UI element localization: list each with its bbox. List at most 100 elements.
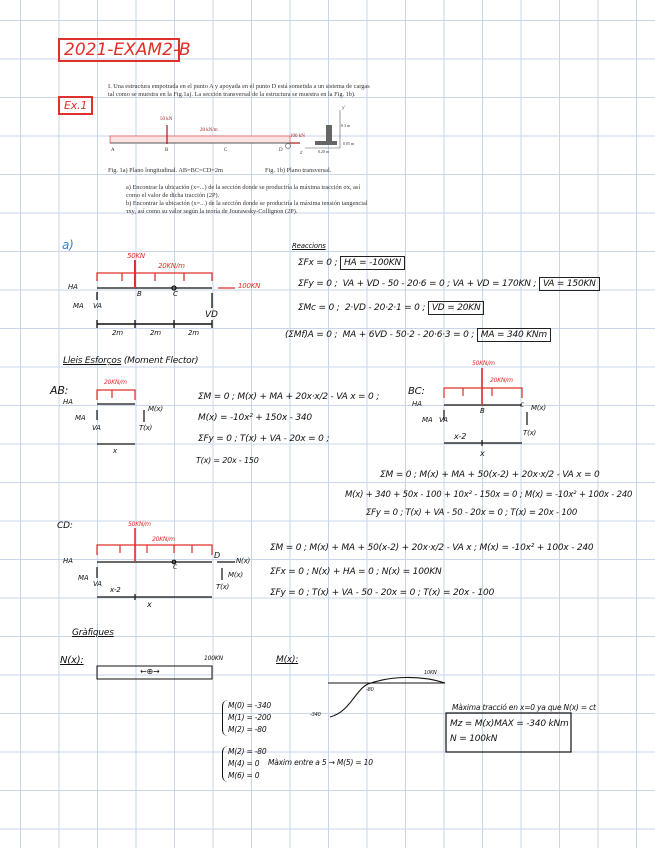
- cd-Mx: M(x): [228, 571, 243, 579]
- beam-B: B: [137, 290, 142, 298]
- fig-A: A: [111, 148, 115, 153]
- beam-diagram-a: [96, 260, 235, 328]
- fig-dim-h: 0.3 m: [341, 123, 351, 128]
- max-note: Màxim entre a 5 → M(5) = 10: [268, 758, 373, 767]
- span-3: 2m: [188, 329, 199, 337]
- cd-x2: x-2: [110, 586, 121, 594]
- eq-sum-mc: ΣMc = 0 ; 2·VD - 20·2·1 = 0 ; VD = 20KN: [298, 301, 485, 315]
- normal-force-diagram: [96, 665, 213, 680]
- cd-D: D: [214, 551, 220, 560]
- result-MA: MA = 340 KNm: [476, 328, 551, 342]
- bc-HA: HA: [412, 400, 422, 408]
- free-body-BC: [443, 368, 528, 446]
- bc-x2: x-2: [454, 432, 467, 441]
- bc-x: x: [480, 449, 485, 458]
- cd-x: x: [147, 600, 152, 609]
- beam-MA: MA: [73, 302, 84, 310]
- fig-dist-load: 20 kN/m: [200, 128, 218, 133]
- bc-load: 20KN/m: [490, 377, 513, 384]
- beam-HA: HA: [68, 283, 78, 291]
- beam-dist-load: 20KN/m: [158, 262, 185, 270]
- beam-axial-load: 100KN: [238, 282, 261, 290]
- span-1: 2m: [112, 329, 123, 337]
- question-b: b) Encontrar la ubicación (x=...) de la …: [126, 200, 368, 215]
- bc-label: BC:: [408, 386, 425, 397]
- fig-B: B: [165, 148, 169, 153]
- beam-VD: VD: [205, 310, 218, 320]
- bc-VA: VA: [439, 416, 448, 424]
- fig-point-load: 50 kN: [160, 117, 173, 122]
- ab-HA: HA: [63, 398, 73, 406]
- fig-axial-load: 100 kN: [290, 134, 305, 139]
- exercise-label: Ex.1: [58, 96, 94, 115]
- result-VD: VD = 20KN: [427, 301, 485, 315]
- graphs-title: Gràfiques: [72, 628, 114, 638]
- ab-eq-3: ΣFy = 0 ; T(x) + VA - 20x = 0 ;: [198, 434, 330, 444]
- figure-1b-cross-section: [305, 110, 341, 149]
- fig-axis-y: y': [342, 106, 346, 111]
- fig-C: C: [224, 148, 228, 153]
- problem-statement: I. Una estructura empotrada en el punto …: [108, 83, 370, 98]
- cd-Tx: T(x): [216, 583, 230, 591]
- conclusion: Màxima tracció en x=0 ya que N(x) = ct: [452, 703, 596, 712]
- ab-x: x: [113, 447, 117, 455]
- eq-sum-fy: ΣFy = 0 ; VA + VD - 50 - 20·6 = 0 ; VA +…: [298, 277, 600, 291]
- cd-eq-3: ΣFy = 0 ; T(x) + VA - 50 - 20x = 0 ; T(x…: [270, 588, 495, 598]
- ab-eq-2: M(x) = -10x² + 150x - 340: [198, 413, 312, 423]
- moment-diagram: [328, 676, 446, 718]
- part-a-label: a): [62, 238, 74, 252]
- eq-sum-fx: ΣFx = 0 ; HA = -100KN: [298, 256, 406, 270]
- bc-eq-2: M(x) + 340 + 50x - 100 + 10x² - 150x = 0…: [345, 490, 633, 500]
- result-box: [445, 712, 572, 753]
- efforts-title: Lleis Esforços (Moment Flector): [63, 356, 199, 366]
- ab-VA: VA: [92, 424, 101, 432]
- cd-label: CD:: [57, 521, 73, 531]
- result-VA: VA = 150KN: [538, 277, 600, 291]
- cd-eq-1: ΣM = 0 ; M(x) + MA + 50(x-2) + 20x·x/2 -…: [270, 543, 594, 553]
- reactions-title: Reaccions: [292, 242, 326, 250]
- cd-C: C: [173, 564, 177, 571]
- ab-label: AB:: [50, 384, 69, 397]
- bc-eq-1: ΣM = 0 ; M(x) + MA + 50(x-2) + 20x·x/2 -…: [380, 470, 600, 480]
- result-HA: HA = -100KN: [339, 256, 406, 270]
- question-a: a) Encontrar la ubicación (x=...) de la …: [126, 184, 361, 199]
- cd-VA: VA: [93, 580, 102, 588]
- bc-Mx: M(x): [531, 404, 546, 412]
- bc-Tx: T(x): [523, 429, 537, 437]
- ab-eq-4: T(x) = 20x - 150: [196, 456, 259, 465]
- fig-dim-t: 0.05 m: [343, 141, 355, 146]
- bc-eq-3: ΣFy = 0 ; T(x) + VA - 50 - 20x = 0 ; T(x…: [366, 508, 578, 518]
- caption-fig-1a: Fig. 1a) Plano longitudinal. AB=BC=CD=2m: [108, 167, 223, 174]
- m-graph-mid: -80: [366, 687, 374, 693]
- cd-eq-2: ΣFx = 0 ; N(x) + HA = 0 ; N(x) = 100KN: [270, 567, 442, 577]
- beam-C: C: [173, 290, 178, 298]
- ab-eq-1: ΣM = 0 ; M(x) + MA + 20x·x/2 - VA x = 0 …: [198, 392, 380, 402]
- bc-point: 50KN/m: [472, 360, 495, 367]
- caption-fig-1b: Fig. 1b) Plano transversal.: [265, 167, 332, 174]
- cd-MA: MA: [78, 574, 89, 582]
- ab-load: 20KN/m: [104, 379, 127, 386]
- m-graph-label: M(x):: [276, 655, 299, 665]
- exam-title: 2021-EXAM2-B: [58, 38, 191, 62]
- span-2: 2m: [150, 329, 161, 337]
- fig-dim-w: 0.20 m: [318, 149, 330, 154]
- cd-HA: HA: [63, 557, 73, 565]
- free-body-AB: [96, 389, 145, 445]
- m-graph-end: 10KN: [424, 670, 437, 676]
- cd-point: 50KN/m: [128, 521, 151, 528]
- figure-1a-beam: [109, 125, 300, 149]
- eq-sum-ma: (ΣMf)A = 0 ; MA + 6VD - 50·2 - 20·6·3 = …: [285, 328, 551, 342]
- ab-Tx: T(x): [139, 424, 153, 432]
- cd-Nx: N(x): [236, 557, 251, 565]
- bc-MA: MA: [422, 416, 433, 424]
- ab-Mx: M(x): [148, 405, 163, 413]
- m-graph-start: -340: [310, 712, 321, 718]
- bc-C: C: [520, 402, 524, 409]
- bc-B: B: [480, 407, 485, 415]
- n-graph-label: N(x):: [60, 655, 84, 666]
- ab-MA: MA: [75, 414, 86, 422]
